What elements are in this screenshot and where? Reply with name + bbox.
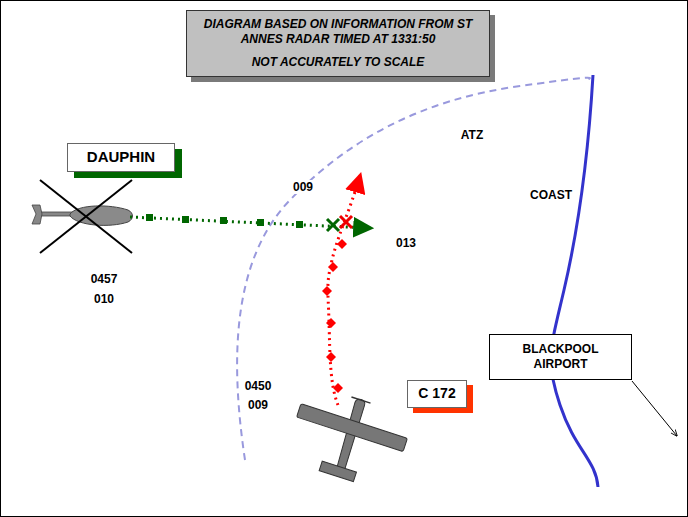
box-text: DIAGRAM BASED ON INFORMATION FROM ST ANN… <box>193 17 483 47</box>
title-box: DIAGRAM BASED ON INFORMATION FROM ST ANN… <box>186 10 490 77</box>
aircraft-label-box: DAUPHIN <box>67 143 175 172</box>
box-text: NOT ACCURATELY TO SCALE <box>193 55 483 70</box>
airport-label-box: BLACKPOOL AIRPORT <box>489 334 632 380</box>
aircraft-label-box: C 172 <box>407 380 467 408</box>
flight-data-label: 009 <box>246 398 270 412</box>
airport-pointer <box>632 381 677 436</box>
atz-boundary <box>237 78 590 460</box>
flight-data-label: 009 <box>291 180 315 194</box>
flight-data-label: ATZ <box>459 128 485 142</box>
flight-data-label: 013 <box>394 236 418 250</box>
box-text: C 172 <box>412 385 462 403</box>
flight-data-label: 0457 <box>89 272 120 286</box>
c172-track <box>322 176 360 405</box>
flight-data-label: 010 <box>92 292 116 306</box>
coastline <box>551 75 598 487</box>
c172-icon <box>283 382 414 493</box>
flight-data-label: 0450 <box>243 379 274 393</box>
box-text: BLACKPOOL AIRPORT <box>495 342 626 372</box>
flight-data-label: COAST <box>528 188 574 202</box>
box-text: DAUPHIN <box>72 148 170 167</box>
closest-point-marks <box>327 216 352 231</box>
helicopter-icon <box>32 180 133 253</box>
